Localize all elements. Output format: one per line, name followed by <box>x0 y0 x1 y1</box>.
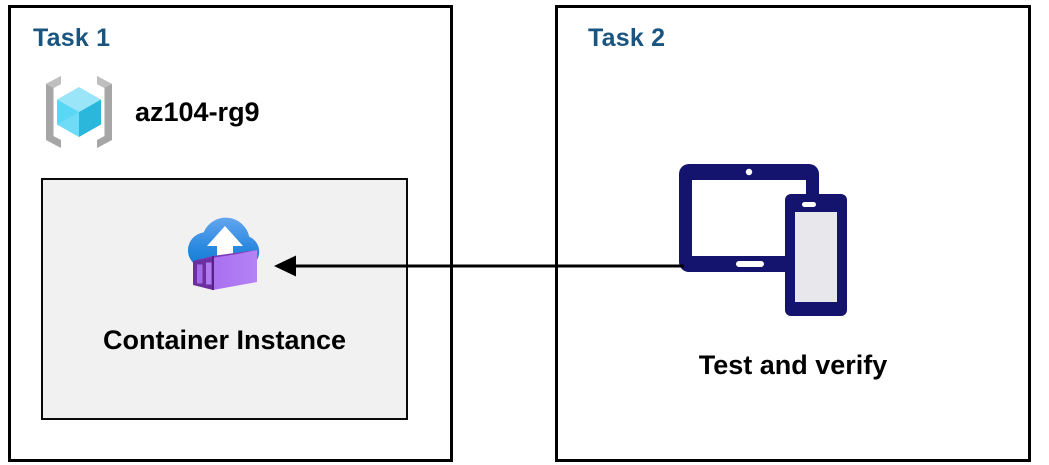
container-instance-box: Container Instance <box>41 178 408 420</box>
tablet-and-phone-icon <box>679 164 847 316</box>
azure-resource-group-icon <box>46 76 112 148</box>
panel-task-1: Task 1 az104-rg9 <box>8 5 453 462</box>
container-instance-label: Container Instance <box>102 325 347 355</box>
azure-container-instance-icon <box>187 217 259 290</box>
panel-task-1-title: Task 1 <box>33 24 111 52</box>
panel-task-2-title: Task 2 <box>588 24 666 52</box>
resource-group-label: az104-rg9 <box>135 96 260 127</box>
resource-group-row: az104-rg9 <box>37 70 260 154</box>
arrow-right-to-left-icon <box>274 255 684 277</box>
devices-label: Test and verify <box>698 350 888 380</box>
